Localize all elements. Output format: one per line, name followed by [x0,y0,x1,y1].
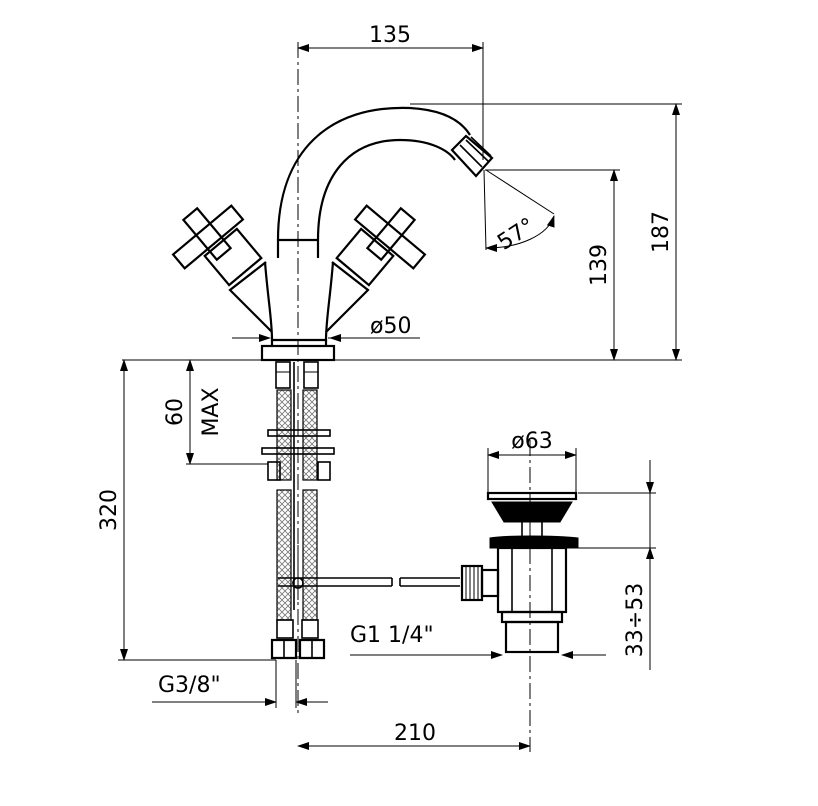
dim-waste-diameter: ø63 [487,429,577,494]
dim-spout-reach: 135 [297,23,484,160]
fixing-hardware [261,429,335,481]
dim-spray-angle: 57° [483,169,555,256]
dim-hose-thread: G3/8" [152,660,328,708]
dim-max-deck-value: 60 [163,398,188,426]
flexible-hoses [270,361,326,660]
aerator [450,134,494,178]
pop-up-waste [460,491,579,654]
dim-max-deck: 60 MAX [163,359,268,465]
dim-max-deck-label: MAX [199,387,224,436]
dim-base-diameter: ø50 [232,314,420,342]
dim-waste-adjust-label: 33÷53 [623,583,648,657]
dim-spout-reach-label: 135 [369,23,411,48]
dim-spout-height-label: 139 [587,244,612,286]
dim-spout-height: 139 [485,169,620,361]
dim-waste-adjust: 33÷53 [578,460,656,670]
dim-tap-to-waste: 210 [297,721,531,750]
center-lines [297,42,531,752]
left-cross-handle [171,204,273,333]
dim-hose-thread-label: G3/8" [158,673,221,698]
dim-total-height-label: 187 [649,211,674,253]
dim-total-height: 187 [122,103,682,361]
dim-waste-thread-label: G1 1/4" [350,623,434,648]
dim-waste-thread: G1 1/4" [350,623,606,659]
dim-hose-length: 320 [97,359,276,661]
dim-base-diameter-label: ø50 [370,314,411,339]
dim-hose-length-label: 320 [97,489,122,531]
dim-spray-angle-label: 57° [493,213,539,255]
dim-tap-to-waste-label: 210 [394,721,436,746]
lift-rod [278,577,460,589]
dim-waste-diameter-label: ø63 [511,429,552,454]
right-cross-handle [325,204,427,333]
